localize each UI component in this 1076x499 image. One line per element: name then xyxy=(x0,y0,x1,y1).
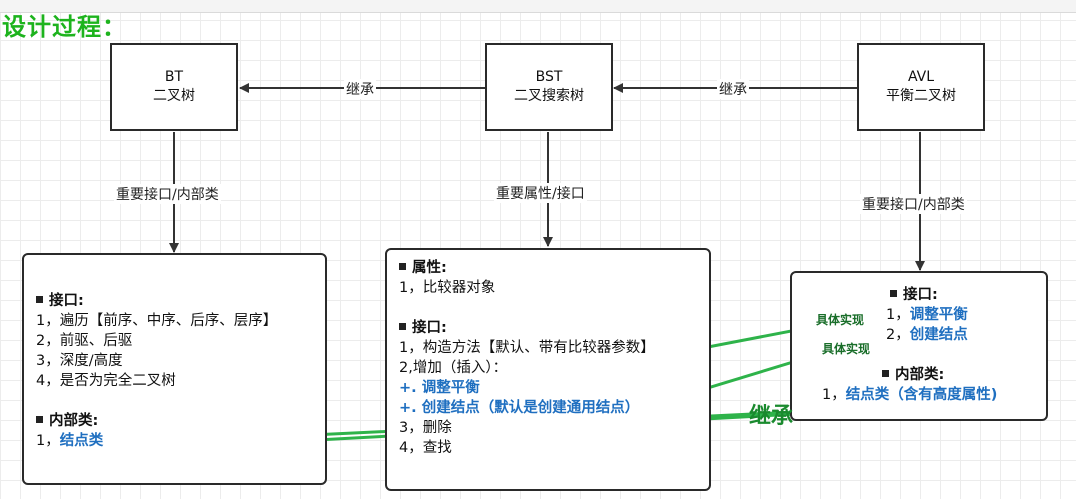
edge-label-avl-down: 重要接口/内部类 xyxy=(860,194,967,214)
class-avl-abbr: AVL xyxy=(907,69,935,85)
avl-inner-heading: 内部类: xyxy=(802,365,1036,385)
class-box-bst[interactable]: BST 二叉搜索树 xyxy=(485,43,613,131)
bt-inner-heading: 内部类: xyxy=(36,411,313,431)
annotation-impl-2: 具体实现 xyxy=(822,342,871,356)
class-box-avl[interactable]: AVL 平衡二叉树 xyxy=(857,43,985,131)
bullet-icon xyxy=(399,263,406,270)
bt-interface-2: 2，前驱、后驱 xyxy=(36,333,133,349)
bullet-icon xyxy=(890,290,897,297)
bst-interface-4: 4，查找 xyxy=(399,440,452,456)
bst-interfaces-heading: 接口: xyxy=(399,318,697,338)
avl-interface-1: 1，调整平衡 xyxy=(886,307,968,323)
bt-interfaces-heading: 接口: xyxy=(36,291,313,311)
class-bt-abbr: BT xyxy=(164,69,184,85)
bst-interface-1: 1，构造方法【默认、带有比较器参数】 xyxy=(399,340,655,356)
bt-interface-3: 3，深度/高度 xyxy=(36,353,123,369)
avl-interfaces-heading: 接口: xyxy=(802,285,1036,305)
avl-detail-panel: 接口: 1，调整平衡 2，创建结点 内部类: 1，结点类（含有高度属性) xyxy=(790,271,1048,421)
class-avl-name: 平衡二叉树 xyxy=(886,88,956,104)
edge-label-bt-down: 重要接口/内部类 xyxy=(114,184,221,204)
bullet-icon xyxy=(882,370,889,377)
bt-inner-item: 1，结点类 xyxy=(36,433,104,449)
bt-interface-4: 4，是否为完全二叉树 xyxy=(36,373,176,389)
class-bst-abbr: BST xyxy=(535,69,563,85)
bullet-icon xyxy=(399,323,406,330)
class-bt-name: 二叉树 xyxy=(153,88,195,104)
class-box-bt[interactable]: BT 二叉树 xyxy=(110,43,238,131)
page-heading: 设计过程： xyxy=(2,13,127,41)
bt-detail-panel: 接口: 1，遍历【前序、中序、后序、层序】 2，前驱、后驱 3，深度/高度 4，… xyxy=(22,253,327,485)
bst-hook-create-node: +. 创建结点（默认是创建通用结点） xyxy=(399,400,640,416)
edge-label-bst-bt: 继承 xyxy=(344,79,376,99)
edge-label-bst-down: 重要属性/接口 xyxy=(494,183,587,203)
bst-interface-3: 3，删除 xyxy=(399,420,452,436)
bt-interface-1: 1，遍历【前序、中序、后序、层序】 xyxy=(36,313,278,329)
edge-label-avl-bst: 继承 xyxy=(717,79,749,99)
bst-attrs-heading: 属性: xyxy=(399,258,697,278)
bst-detail-panel: 属性: 1，比较器对象 接口: 1，构造方法【默认、带有比较器参数】 2,增加（… xyxy=(385,248,711,491)
bst-hook-balance: +. 调整平衡 xyxy=(399,380,480,396)
bst-attr-1: 1，比较器对象 xyxy=(399,280,496,296)
bullet-icon xyxy=(36,416,43,423)
annotation-impl-1: 具体实现 xyxy=(816,313,865,327)
top-toolbar xyxy=(0,0,1076,13)
bullet-icon xyxy=(36,296,43,303)
bst-interface-2: 2,增加（插入）： xyxy=(399,360,508,376)
annotation-inherit: 继承 xyxy=(749,404,794,429)
class-bst-name: 二叉搜索树 xyxy=(514,88,584,104)
avl-inner-item: 1，结点类（含有高度属性) xyxy=(822,387,998,403)
avl-interface-2: 2，创建结点 xyxy=(886,327,968,343)
